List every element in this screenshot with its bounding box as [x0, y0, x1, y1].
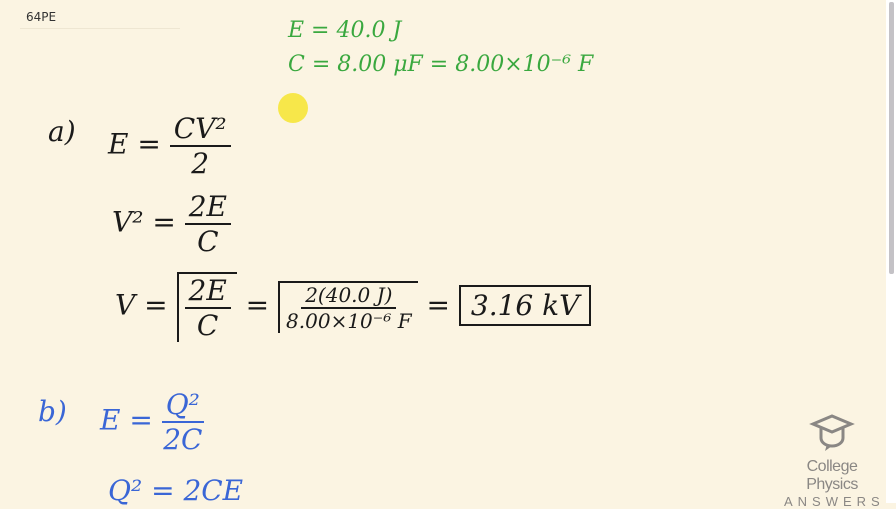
- eq-den: C: [196, 309, 219, 342]
- eq-lhs: E =: [108, 127, 161, 161]
- problem-label: 64PE: [26, 10, 57, 24]
- cursor-highlight: [278, 93, 308, 123]
- given-energy: E = 40.0 J: [288, 18, 402, 43]
- college-physics-logo: College Physics ANSWERS: [784, 412, 880, 509]
- given-capacitance: C = 8.00 μF = 8.00×10⁻⁶ F: [288, 52, 594, 77]
- graduation-cap-icon: [809, 414, 855, 451]
- eq-den: C: [197, 225, 219, 258]
- eq-den: 8.00×10⁻⁶ F: [286, 309, 412, 333]
- eq-den: 2: [191, 147, 210, 180]
- eq-num: CV²: [169, 112, 231, 147]
- eq-num: 2(40.0 J): [301, 283, 397, 309]
- eq-lhs: V =: [115, 288, 168, 322]
- equals: =: [426, 288, 450, 322]
- equation-q-squared: Q² = 2CE: [108, 474, 244, 507]
- eq-num: 2E: [184, 190, 231, 225]
- eq-lhs: V² =: [112, 205, 176, 239]
- eq-lhs: E =: [100, 403, 153, 437]
- eq-num: 2E: [184, 274, 231, 309]
- part-a-marker: a): [48, 115, 76, 148]
- eq-num: Q²: [161, 388, 204, 423]
- part-b-marker: b): [38, 395, 67, 428]
- logo-line2: ANSWERS: [784, 494, 885, 509]
- divider: [20, 28, 180, 29]
- eq-den: 2C: [163, 423, 203, 456]
- scrollbar-thumb[interactable]: [889, 2, 894, 274]
- equals: =: [245, 288, 270, 322]
- answer-box: 3.16 kV: [458, 284, 592, 326]
- logo-line1: College Physics: [806, 458, 858, 493]
